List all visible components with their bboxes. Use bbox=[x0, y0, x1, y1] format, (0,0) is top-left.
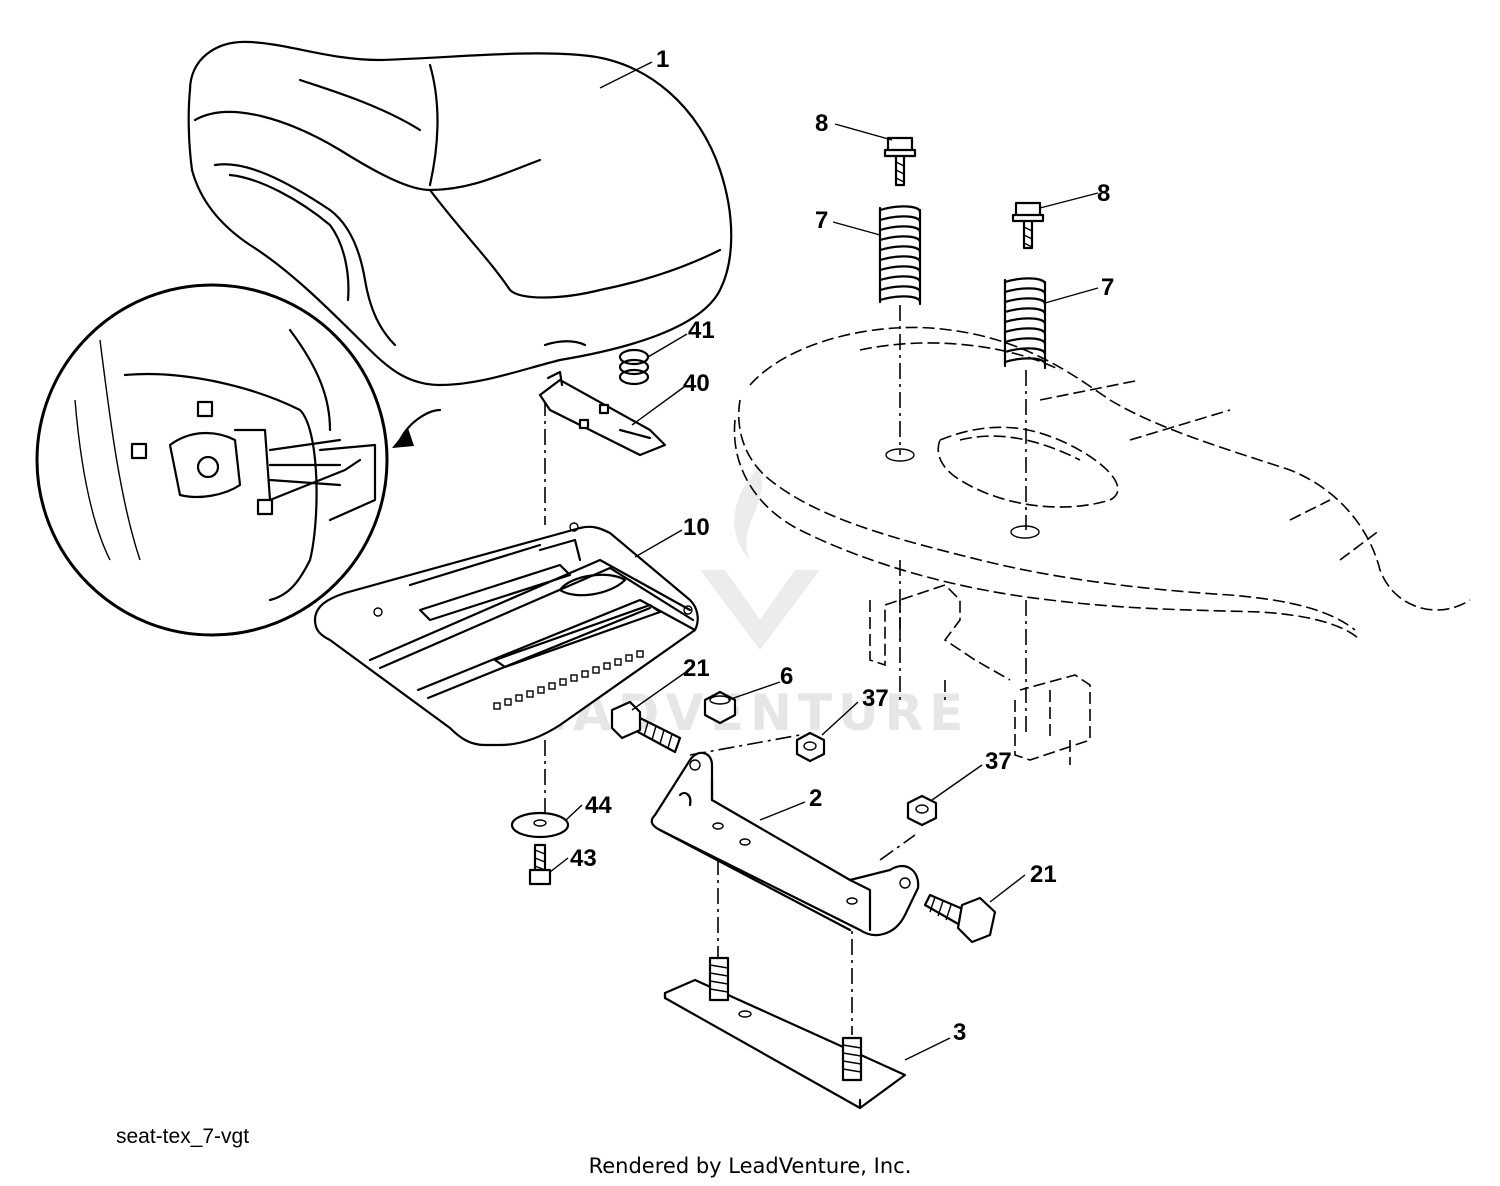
callout-8-left: 8 bbox=[815, 110, 828, 137]
spring-left bbox=[878, 205, 922, 306]
nut-6 bbox=[703, 690, 737, 725]
latch-40 bbox=[538, 370, 667, 457]
bolt-right bbox=[1011, 201, 1045, 250]
bolt-21-left bbox=[610, 700, 682, 754]
callout-7-left: 7 bbox=[815, 207, 828, 234]
nut-37-upper bbox=[795, 731, 826, 763]
rendered-by-label: Rendered by LeadVenture, Inc. bbox=[589, 1154, 912, 1178]
seat-pan bbox=[313, 522, 699, 747]
callout-2: 2 bbox=[809, 785, 822, 812]
bolt-left bbox=[883, 136, 917, 187]
callout-37-upper: 37 bbox=[862, 685, 889, 712]
bolt-21-right bbox=[923, 893, 997, 944]
bracket-2 bbox=[650, 751, 920, 937]
callout-3: 3 bbox=[953, 1019, 966, 1046]
callout-44: 44 bbox=[585, 792, 612, 819]
latch-detail-circle bbox=[35, 283, 442, 637]
callout-1: 1 bbox=[656, 46, 669, 73]
callout-21-right: 21 bbox=[1030, 861, 1057, 888]
spring-41 bbox=[618, 348, 650, 386]
nut-37-lower bbox=[906, 794, 938, 827]
callout-7-right: 7 bbox=[1101, 274, 1114, 301]
assembly-lines bbox=[544, 305, 1027, 1035]
callouts: 1 8 8 7 7 41 40 10 21 6 37 2 37 44 43 21… bbox=[570, 46, 1114, 1046]
callout-10: 10 bbox=[683, 514, 710, 541]
frame-brackets bbox=[869, 584, 1091, 765]
slot-row bbox=[493, 650, 644, 710]
callout-21-left: 21 bbox=[683, 655, 710, 682]
bolt-43 bbox=[528, 843, 552, 886]
washer-44 bbox=[510, 811, 570, 839]
spring-right bbox=[1003, 277, 1047, 370]
callout-6: 6 bbox=[780, 663, 793, 690]
callout-43: 43 bbox=[570, 845, 597, 872]
seat bbox=[187, 40, 733, 387]
tractor-frame bbox=[733, 326, 1471, 641]
callout-37-lower: 37 bbox=[985, 748, 1012, 775]
callout-41: 41 bbox=[688, 317, 715, 344]
callout-40: 40 bbox=[683, 370, 710, 397]
plate-3 bbox=[663, 956, 907, 1110]
diagram-id-label: seat-tex_7-vgt bbox=[116, 1125, 249, 1148]
leader-lines bbox=[549, 61, 1099, 1061]
callout-8-right: 8 bbox=[1097, 180, 1110, 207]
